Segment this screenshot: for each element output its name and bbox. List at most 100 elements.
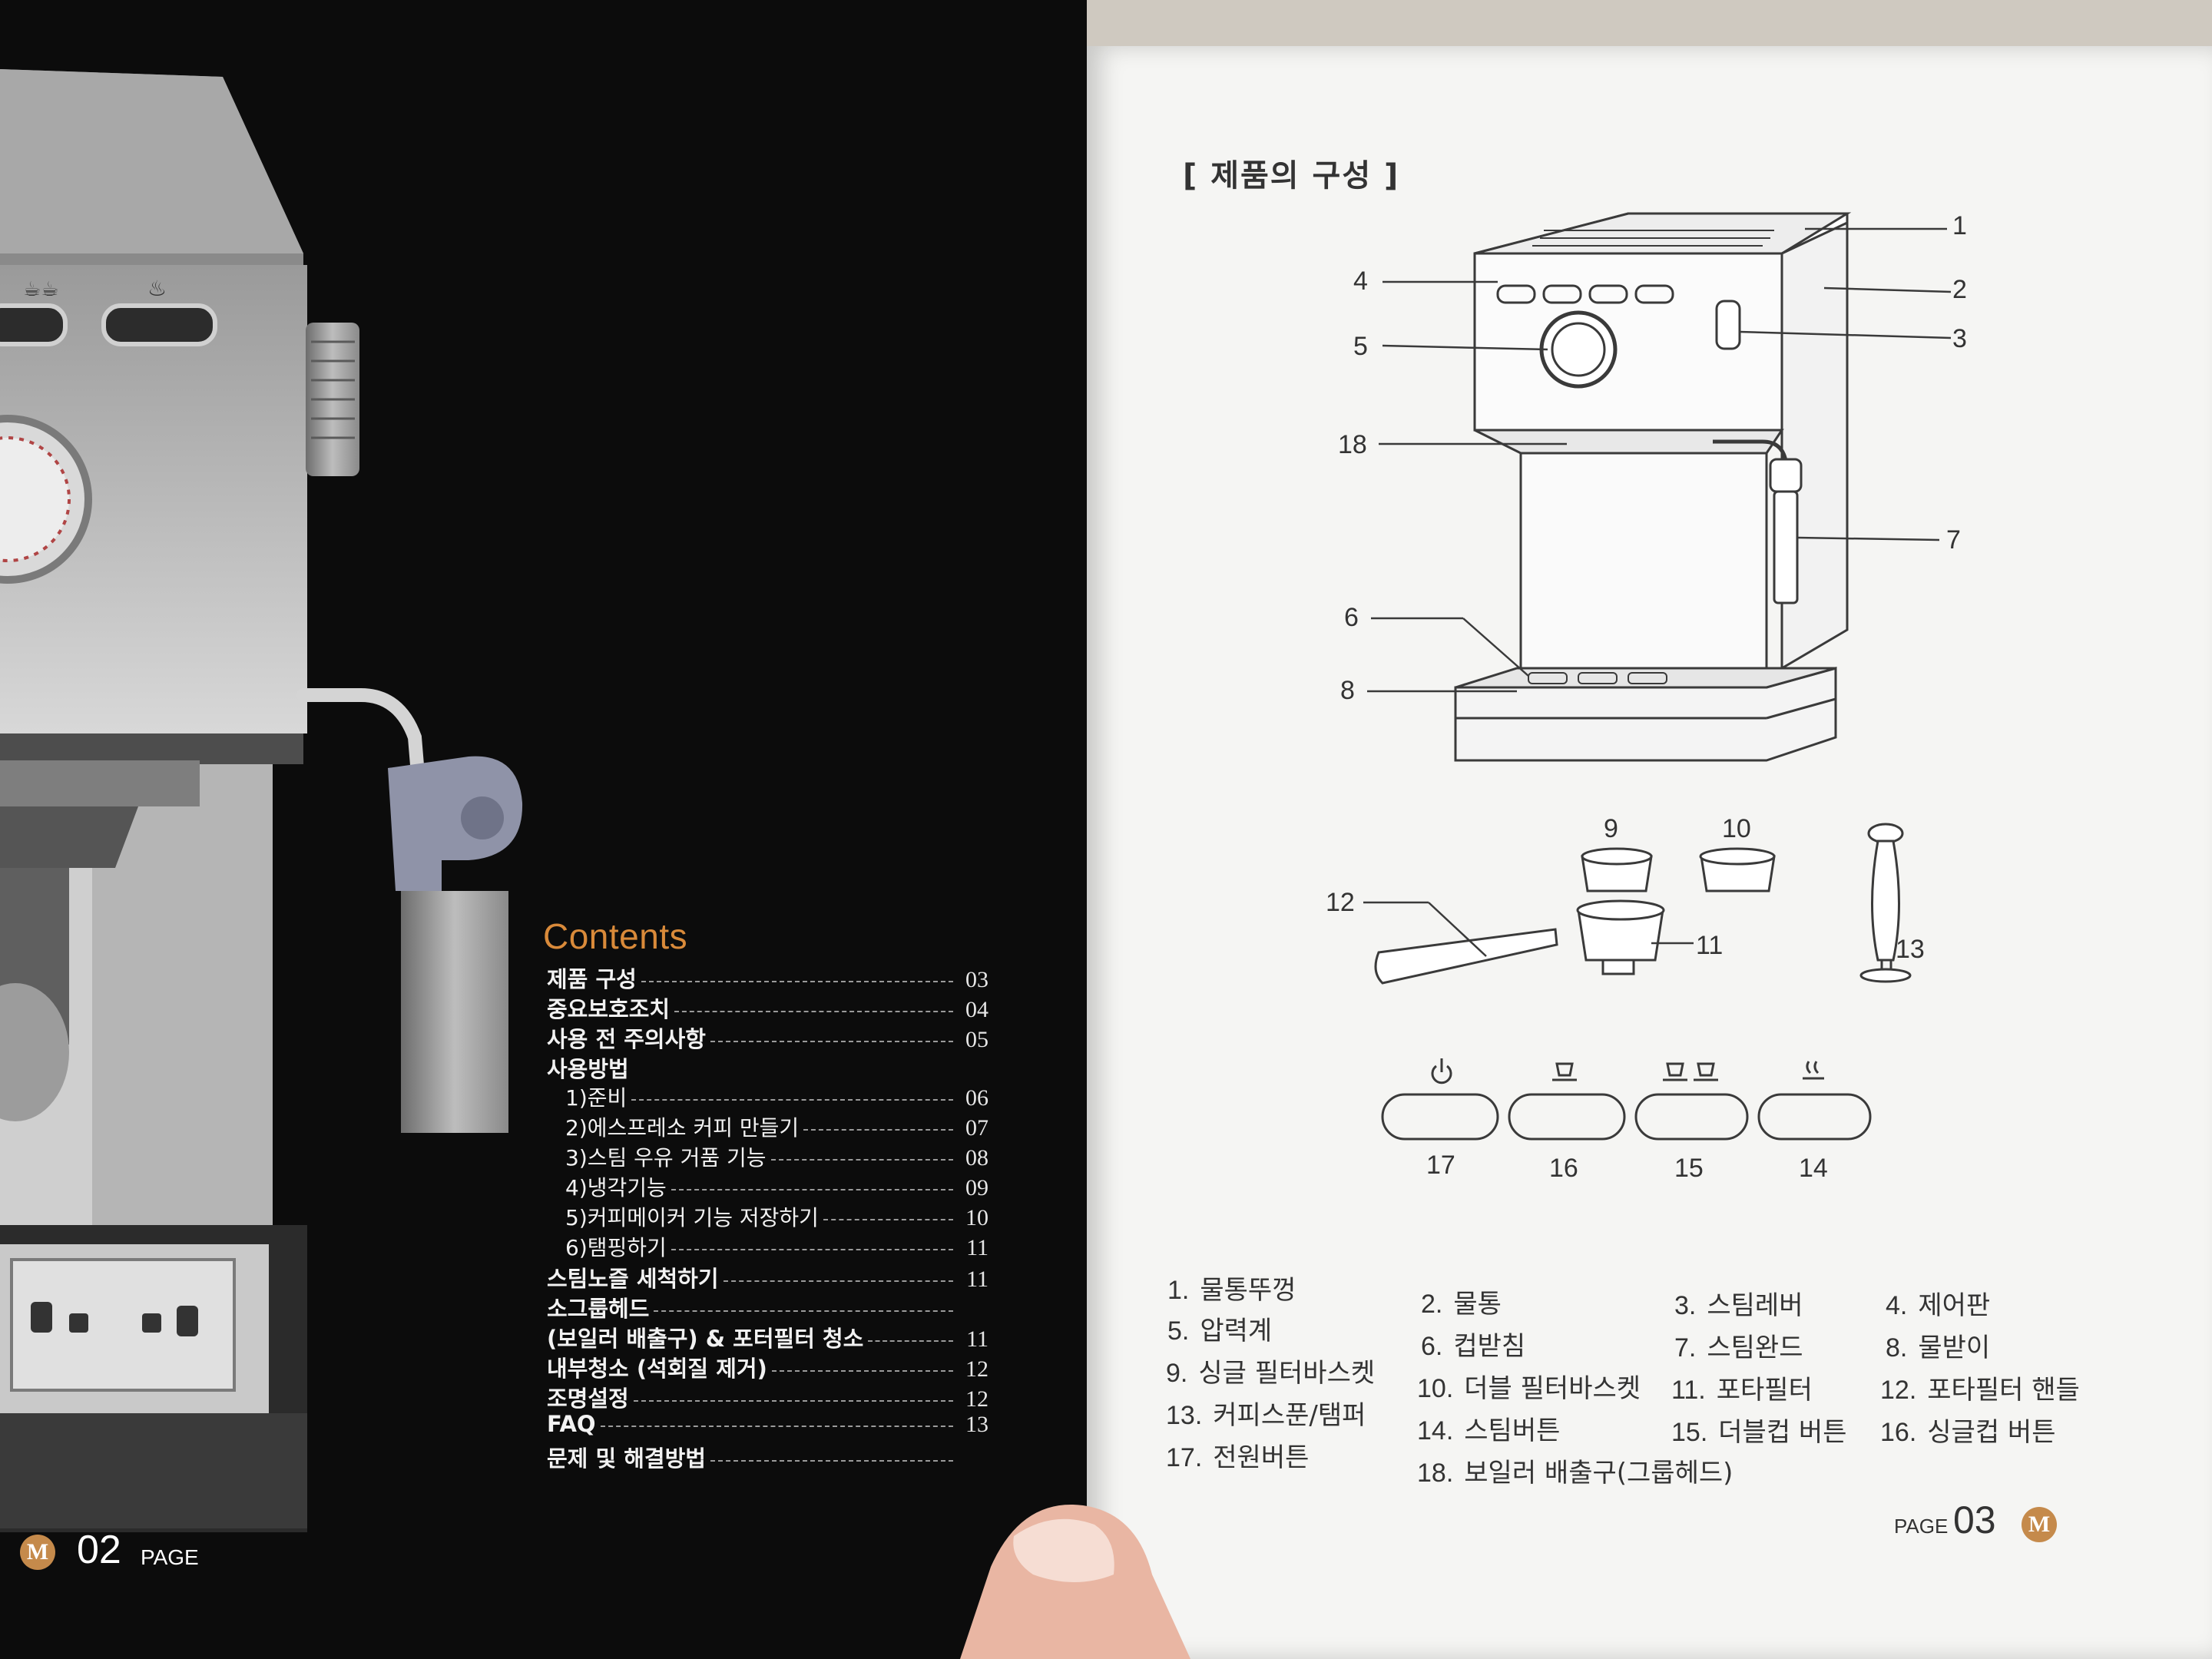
toc-item: 1)준비 06 — [547, 1081, 988, 1111]
toc-label: (보일러 배출구) & 포터필터 청소 — [547, 1326, 864, 1352]
toc-leader — [723, 1280, 953, 1282]
callout-5: 5 — [1353, 332, 1368, 361]
toc-label: 스팀노즐 세척하기 — [547, 1266, 719, 1292]
button-number-16: 16 — [1549, 1154, 1578, 1183]
callout-11: 11 — [1696, 931, 1724, 960]
callout-4: 4 — [1353, 267, 1368, 296]
toc-leader — [641, 981, 953, 982]
toc-label: 4)냉각기능 — [565, 1175, 667, 1200]
callout-8: 8 — [1340, 676, 1355, 705]
callout-3: 3 — [1952, 324, 1967, 353]
toc-item: 사용방법 — [547, 1051, 988, 1082]
toc-page: 08 — [965, 1145, 988, 1171]
toc-page: 11 — [966, 1235, 988, 1260]
toc-label: 6)탬핑하기 — [565, 1235, 667, 1260]
toc-leader — [710, 1041, 953, 1042]
callout-7: 7 — [1946, 525, 1961, 555]
svg-text:♨: ♨ — [147, 276, 167, 301]
toc-leader — [823, 1219, 953, 1220]
part-4: 4.제어판 — [1886, 1290, 1991, 1321]
part-15: 15.더블컵 버튼 — [1671, 1417, 1847, 1448]
part-17: 17.전원버튼 — [1166, 1442, 1310, 1473]
toc-leader — [671, 1249, 953, 1250]
contents-title: Contents — [543, 916, 688, 956]
toc-page: 06 — [965, 1085, 988, 1111]
toc-item: 소그룹헤드 — [547, 1291, 988, 1322]
part-13: 13.커피스푼/탬퍼 — [1166, 1400, 1366, 1431]
toc-label: 문제 및 해결방법 — [547, 1445, 706, 1472]
espresso-machine-photo: ☕☕ ♨ — [0, 69, 523, 1532]
toc-leader — [671, 1189, 953, 1190]
callout-2: 2 — [1952, 275, 1967, 304]
toc-label: 3)스팀 우유 거품 기능 — [565, 1145, 767, 1171]
toc-leader — [674, 1011, 953, 1012]
toc-label: 소그룹헤드 — [547, 1296, 650, 1322]
part-6: 6.컵받침 — [1421, 1331, 1526, 1362]
part-18: 18.보일러 배출구(그룹헤드) — [1417, 1458, 1734, 1488]
toc-page: 05 — [965, 1027, 988, 1052]
toc-item: 4)냉각기능 09 — [547, 1171, 988, 1201]
part-12: 12.포타필터 핸들 — [1880, 1375, 2080, 1406]
callout-6: 6 — [1344, 603, 1359, 632]
toc-label: 5)커피메이커 기능 저장하기 — [565, 1205, 819, 1230]
toc-item: 문제 및 해결방법 — [547, 1441, 988, 1472]
page-word-left: PAGE — [141, 1545, 199, 1569]
part-8: 8.물받이 — [1886, 1333, 1991, 1363]
toc-label: 내부청소 (석회질 제거) — [547, 1356, 767, 1382]
callout-12: 12 — [1326, 888, 1355, 917]
toc-item: 스팀노즐 세척하기 11 — [547, 1261, 988, 1292]
toc-leader — [771, 1370, 953, 1372]
part-1: 1.물통뚜껑 — [1167, 1275, 1296, 1306]
svg-text:☕☕: ☕☕ — [23, 278, 59, 301]
toc-label: 사용방법 — [547, 1056, 629, 1082]
section-title: [ 제품의 구성 ] — [1183, 158, 1400, 194]
toc-page: 09 — [965, 1175, 988, 1200]
toc-leader — [654, 1310, 953, 1312]
toc-item: 내부청소 (석회질 제거) 12 — [547, 1351, 988, 1382]
part-16: 16.싱글컵 버튼 — [1880, 1417, 2056, 1448]
toc-page: 11 — [966, 1267, 988, 1292]
toc-label: 중요보호조치 — [547, 996, 671, 1022]
toc-leader — [803, 1129, 953, 1131]
part-3: 3.스팀레버 — [1674, 1290, 1803, 1321]
toc-leader — [631, 1099, 953, 1101]
steam-icon — [1803, 1061, 1824, 1080]
part-7: 7.스팀완드 — [1674, 1333, 1803, 1363]
page-number-right: 03 — [1953, 1498, 1996, 1541]
toc-leader — [868, 1340, 953, 1342]
callout-1: 1 — [1952, 211, 1967, 240]
toc-page: 07 — [965, 1115, 988, 1141]
part-11: 11.포타필터 — [1671, 1375, 1813, 1406]
button-number-15: 15 — [1674, 1154, 1704, 1183]
button-number-14: 14 — [1799, 1154, 1828, 1183]
page-number-left: 02 — [77, 1528, 121, 1572]
toc-label: 제품 구성 — [547, 966, 637, 992]
power-icon — [1431, 1058, 1452, 1084]
toc-item: 3)스팀 우유 거품 기능 08 — [547, 1141, 988, 1171]
toc-label: 1)준비 — [565, 1085, 628, 1111]
single-cup-icon — [1552, 1062, 1577, 1081]
toc-page: 12 — [965, 1356, 988, 1382]
double-cup-icon — [1663, 1062, 1718, 1081]
toc-leader — [710, 1460, 953, 1462]
part-14: 14.스팀버튼 — [1417, 1416, 1561, 1446]
toc-label: 2)에스프레소 커피 만들기 — [565, 1115, 800, 1141]
page-word-right: PAGE — [1894, 1515, 1949, 1538]
holding-thumb — [960, 1505, 1190, 1659]
toc-leader — [633, 1400, 953, 1402]
toc-item: 6)탬핑하기 11 — [547, 1231, 988, 1261]
toc-label: 조명설정 — [547, 1386, 629, 1412]
callout-10: 10 — [1722, 814, 1751, 843]
callout-18: 18 — [1338, 430, 1367, 459]
button-number-17: 17 — [1426, 1151, 1455, 1180]
toc-item: 2)에스프레소 커피 만들기 07 — [547, 1111, 988, 1141]
callout-13: 13 — [1896, 935, 1925, 964]
